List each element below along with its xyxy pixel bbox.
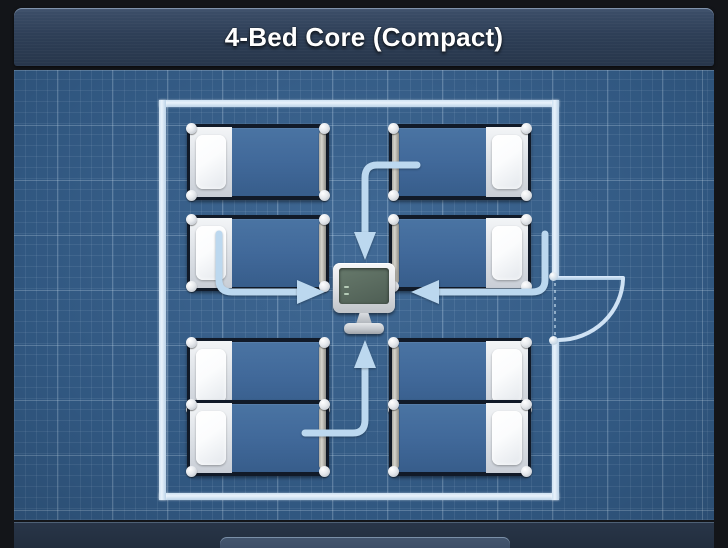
monitor-stand-neck: [356, 313, 372, 324]
bed-post-icon: [186, 466, 197, 477]
page-title: 4-Bed Core (Compact): [224, 21, 504, 52]
bed-rail: [319, 345, 326, 407]
bed-post-icon: [186, 190, 197, 201]
bed-pillow: [196, 135, 226, 189]
bed-rail: [319, 407, 326, 469]
bed-post-icon: [186, 214, 197, 225]
bed-pillow: [196, 349, 226, 403]
door-hinge-bottom-icon: [549, 336, 558, 345]
bed-post-icon: [319, 214, 330, 225]
monitor-bezel: [333, 263, 395, 313]
wall-right-lower: [552, 340, 559, 500]
wall-top: [159, 100, 559, 107]
bed-pillow-plate: [486, 218, 528, 288]
bed-rail: [392, 345, 399, 407]
bed-8[interactable]: [388, 399, 532, 477]
wall-bottom: [159, 493, 559, 500]
bed-pillow: [492, 349, 522, 403]
bed-post-icon: [319, 399, 330, 410]
sightline-from-bottom: [301, 340, 376, 437]
bed-post-icon: [521, 214, 532, 225]
bed-pillow-plate: [486, 341, 528, 411]
bed-pillow-plate: [486, 127, 528, 197]
bed-post-icon: [388, 190, 399, 201]
bed-post-icon: [521, 281, 532, 292]
wall-left: [159, 100, 166, 500]
bed-post-icon: [521, 337, 532, 348]
bed-pillow: [196, 411, 226, 465]
door-swing-arc: [557, 277, 625, 342]
bed-pillow-plate: [486, 403, 528, 473]
patient-room: [159, 100, 625, 500]
wall-right-upper: [552, 100, 559, 276]
bed-1[interactable]: [186, 123, 330, 201]
bed-rail: [319, 222, 326, 284]
monitor-screen-text-line: [344, 286, 349, 288]
bed-6[interactable]: [186, 399, 330, 477]
bed-post-icon: [319, 123, 330, 134]
bed-post-icon: [388, 214, 399, 225]
monitor-stand-base: [344, 323, 384, 334]
bed-post-icon: [521, 123, 532, 134]
bed-post-icon: [186, 337, 197, 348]
bed-post-icon: [186, 281, 197, 292]
door-hinge-top-icon: [549, 272, 558, 281]
monitor-screen-text-line: [344, 293, 349, 295]
bed-post-icon: [319, 190, 330, 201]
blueprint-canvas: [14, 70, 714, 520]
bed-rail: [392, 407, 399, 469]
bed-pillow-plate: [190, 341, 232, 411]
footer-bar: [14, 522, 714, 548]
bed-pillow: [492, 135, 522, 189]
door-threshold: [554, 276, 556, 340]
bed-post-icon: [319, 281, 330, 292]
bed-post-icon: [186, 123, 197, 134]
nurse-station-monitor[interactable]: [333, 263, 395, 337]
bed-post-icon: [521, 466, 532, 477]
bed-post-icon: [388, 466, 399, 477]
bed-post-icon: [388, 399, 399, 410]
bed-pillow-plate: [190, 403, 232, 473]
sightline-from-top: [354, 161, 421, 260]
bed-post-icon: [388, 123, 399, 134]
bed-pillow: [492, 226, 522, 280]
bed-post-icon: [521, 399, 532, 410]
bed-pillow: [492, 411, 522, 465]
bed-post-icon: [521, 190, 532, 201]
sightline-from-left: [215, 230, 325, 304]
door-leaf[interactable]: [555, 276, 625, 280]
title-bar: 4-Bed Core (Compact): [14, 8, 714, 66]
monitor-screen: [339, 268, 389, 304]
bed-pillow-plate: [190, 127, 232, 197]
bed-post-icon: [186, 399, 197, 410]
bed-post-icon: [388, 337, 399, 348]
footer-panel[interactable]: [220, 537, 510, 548]
bed-rail: [392, 222, 399, 284]
bed-rail: [319, 131, 326, 193]
sightline-from-right: [411, 230, 549, 304]
bed-post-icon: [319, 337, 330, 348]
bed-post-icon: [319, 466, 330, 477]
